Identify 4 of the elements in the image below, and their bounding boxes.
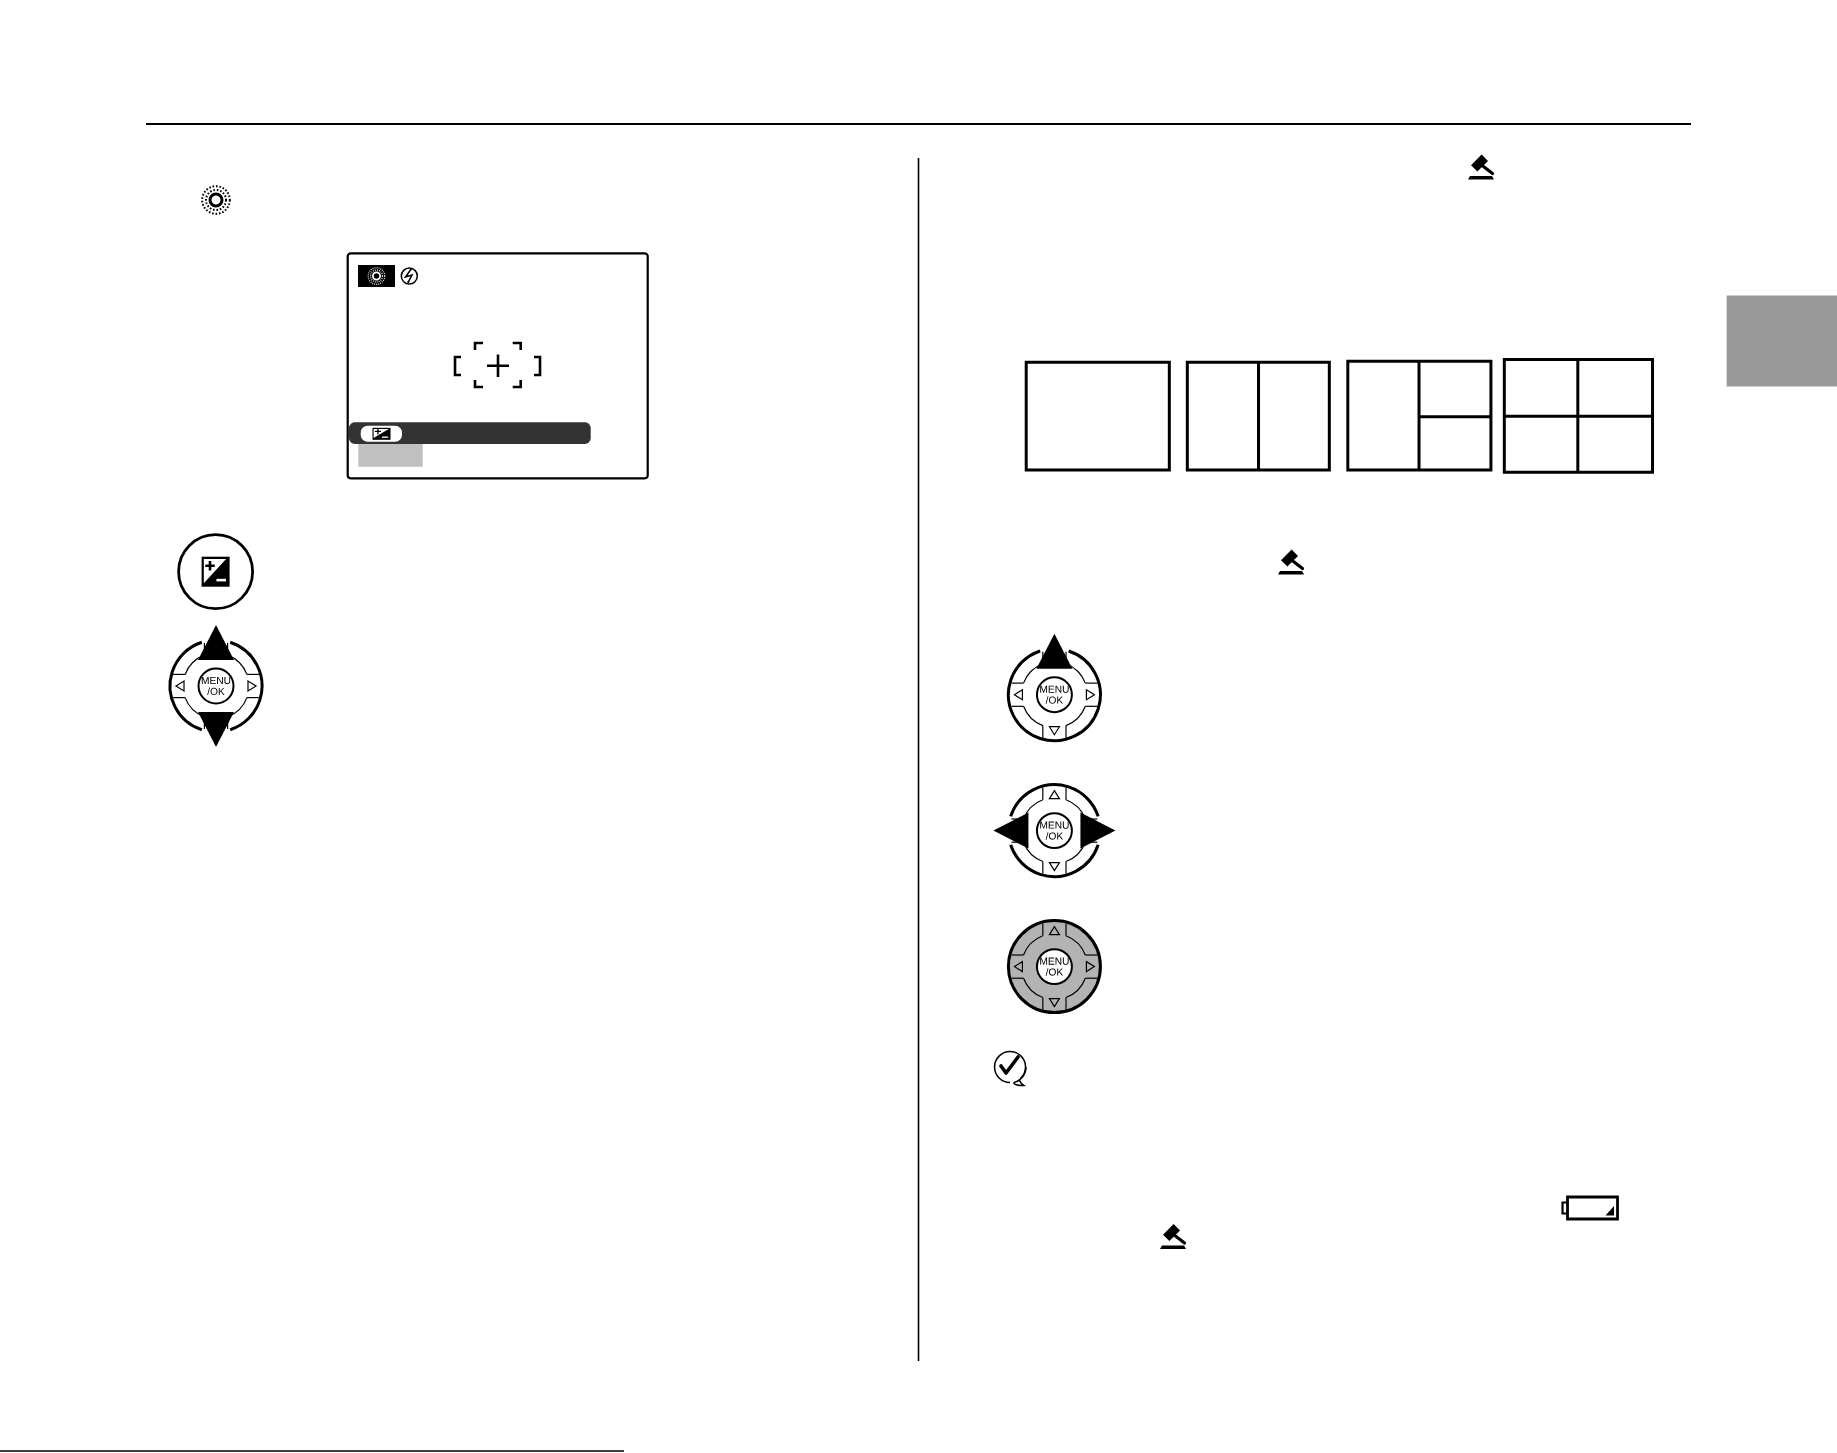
center-button: MENU /OK [1035,676,1073,714]
center-button: MENU /OK [1035,948,1073,986]
center-button: MENU /OK [197,667,235,705]
center-button: MENU /OK [1035,812,1073,850]
